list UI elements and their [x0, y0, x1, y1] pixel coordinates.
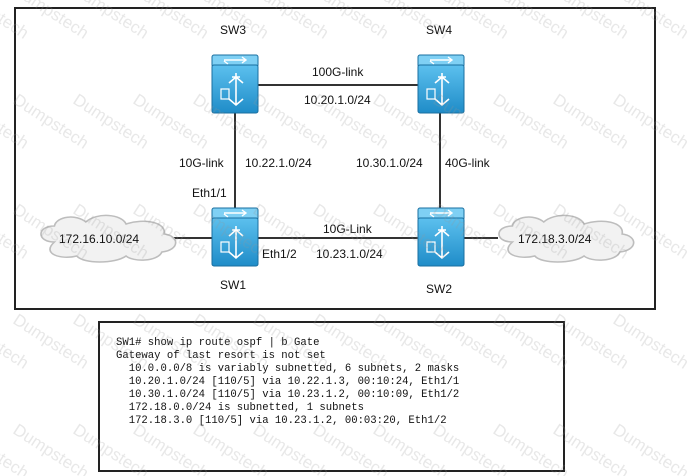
link-subnet-sw3-sw1: 10.22.1.0/24 — [245, 156, 312, 170]
cli-line: 10.0.0.0/8 is variably subnetted, 6 subn… — [116, 363, 460, 375]
switch-label-sw3: SW3 — [220, 23, 246, 37]
switch-label-sw4: SW4 — [426, 23, 452, 37]
cloud-right-label: 172.18.3.0/24 — [518, 232, 592, 246]
cli-line: 172.18.3.0 [110/5] via 10.23.1.2, 00:03:… — [116, 415, 447, 427]
link-subnet-sw4-sw2: 10.30.1.0/24 — [356, 156, 423, 170]
link-name-sw4-sw2: 40G-link — [445, 156, 491, 170]
link-name-sw1-sw2: 10G-Link — [323, 222, 373, 236]
cloud-left-label: 172.16.10.0/24 — [59, 232, 139, 246]
interface-label-eth1-1: Eth1/1 — [192, 186, 227, 200]
switch-label-sw1: SW1 — [220, 278, 246, 292]
cli-line: SW1# show ip route ospf | b Gate — [116, 337, 320, 349]
switch-label-sw2: SW2 — [426, 282, 452, 296]
cli-line: 172.18.0.0/24 is subnetted, 1 subnets — [116, 402, 364, 414]
link-name-sw3-sw1: 10G-link — [179, 156, 225, 170]
link-subnet-sw1-sw2: 10.23.1.0/24 — [316, 247, 383, 261]
switch-icon-sw3 — [211, 54, 259, 114]
link-name-sw3-sw4: 100G-link — [312, 65, 364, 79]
link-subnet-sw3-sw4: 10.20.1.0/24 — [304, 93, 371, 107]
switch-icon-sw4 — [417, 54, 465, 114]
cli-line: Gateway of last resort is not set — [116, 350, 326, 362]
cli-line: 10.30.1.0/24 [110/5] via 10.23.1.2, 00:1… — [116, 389, 460, 401]
switch-icon-sw2 — [417, 207, 465, 267]
cli-line: 10.20.1.0/24 [110/5] via 10.22.1.3, 00:1… — [116, 376, 460, 388]
switch-icon-sw1 — [211, 207, 259, 267]
interface-label-eth1-2: Eth1/2 — [262, 247, 297, 261]
cli-output-box: SW1# show ip route ospf | b Gate Gateway… — [98, 321, 565, 472]
